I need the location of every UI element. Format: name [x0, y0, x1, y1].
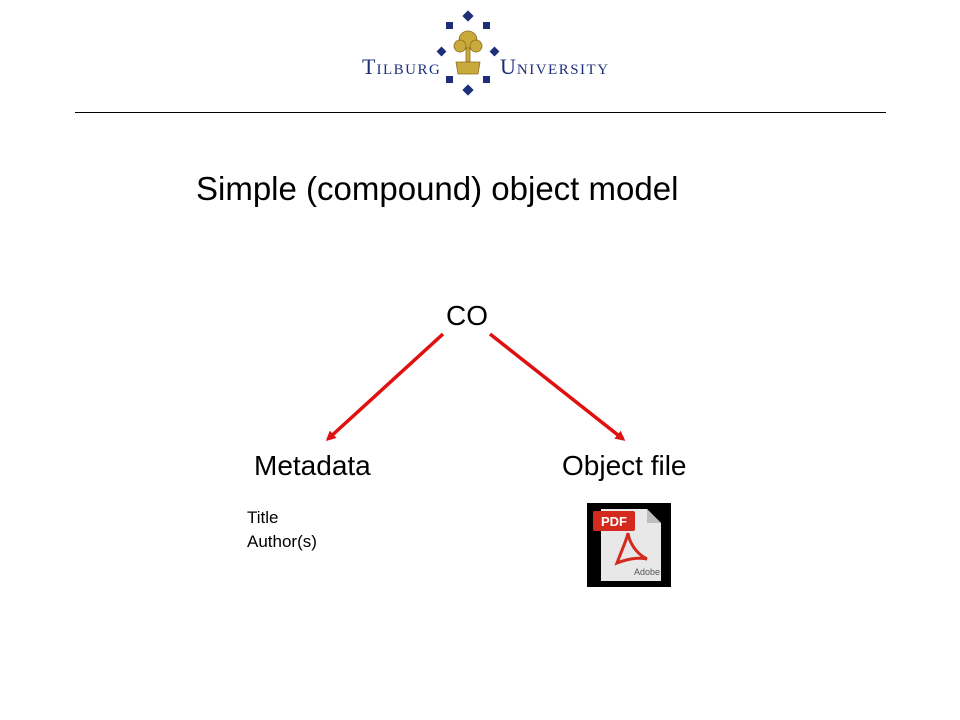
- pdf-file-icon: PDF Adobe: [587, 503, 671, 587]
- university-emblem-icon: [436, 10, 500, 96]
- tilburg-university-logo: TILBURG UNIVERSITY: [358, 10, 608, 100]
- node-object-file: Object file: [562, 450, 687, 481]
- logo-text-tilburg: TILBURG: [362, 54, 442, 79]
- header-divider: [75, 112, 886, 113]
- slide-title: Simple (compound) object model: [196, 170, 679, 207]
- node-co: CO: [446, 300, 488, 331]
- node-metadata: Metadata: [254, 450, 371, 481]
- edge-co-to-object-file: [488, 332, 626, 441]
- metadata-field-authors: Author(s): [247, 532, 317, 551]
- pdf-label: PDF: [601, 514, 627, 529]
- adobe-label: Adobe: [634, 567, 660, 577]
- logo-text-university: UNIVERSITY: [500, 54, 610, 79]
- metadata-field-title: Title: [247, 508, 279, 527]
- edge-co-to-metadata: [325, 332, 445, 442]
- metadata-field-list: Title Author(s): [247, 506, 317, 554]
